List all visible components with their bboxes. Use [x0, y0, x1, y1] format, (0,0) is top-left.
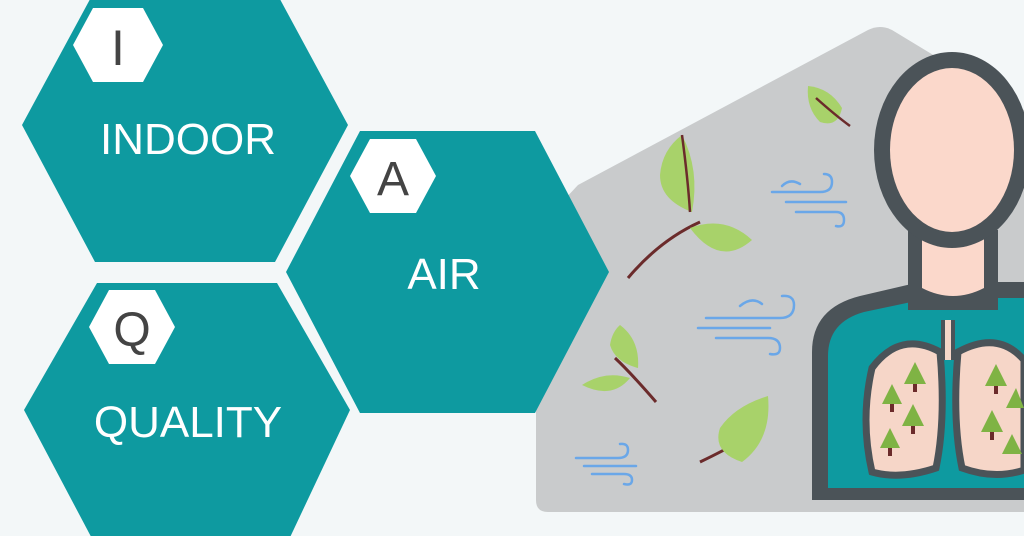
badge-letter-q: Q	[113, 304, 150, 357]
wind-icon	[574, 442, 638, 486]
hexagon-quality: Q QUALITY	[24, 283, 350, 536]
leaf-icon	[699, 396, 769, 464]
hexagon-air: A AIR	[286, 131, 609, 413]
hexagon-word-air: AIR	[407, 250, 480, 299]
wind-icon	[770, 172, 848, 228]
person-head	[890, 68, 1014, 232]
hexagon-indoor: I INDOOR	[22, 0, 348, 262]
leaf-icon	[582, 325, 658, 403]
wind-icon	[696, 294, 796, 356]
badge-hexagon-q	[89, 290, 175, 364]
badge-letter-a: A	[377, 153, 409, 206]
person-icon	[812, 52, 1024, 500]
badge-letter-i: I	[111, 20, 125, 76]
tree-icon	[880, 362, 1024, 456]
badge-hexagon-a	[350, 139, 436, 213]
hexagon-word-indoor: INDOOR	[100, 115, 276, 164]
leaf-icon	[807, 86, 851, 128]
badge-hexagon-i	[73, 8, 163, 82]
leaf-icon	[626, 134, 752, 279]
hexagon-word-quality: QUALITY	[94, 398, 282, 447]
person-neck	[922, 232, 984, 296]
